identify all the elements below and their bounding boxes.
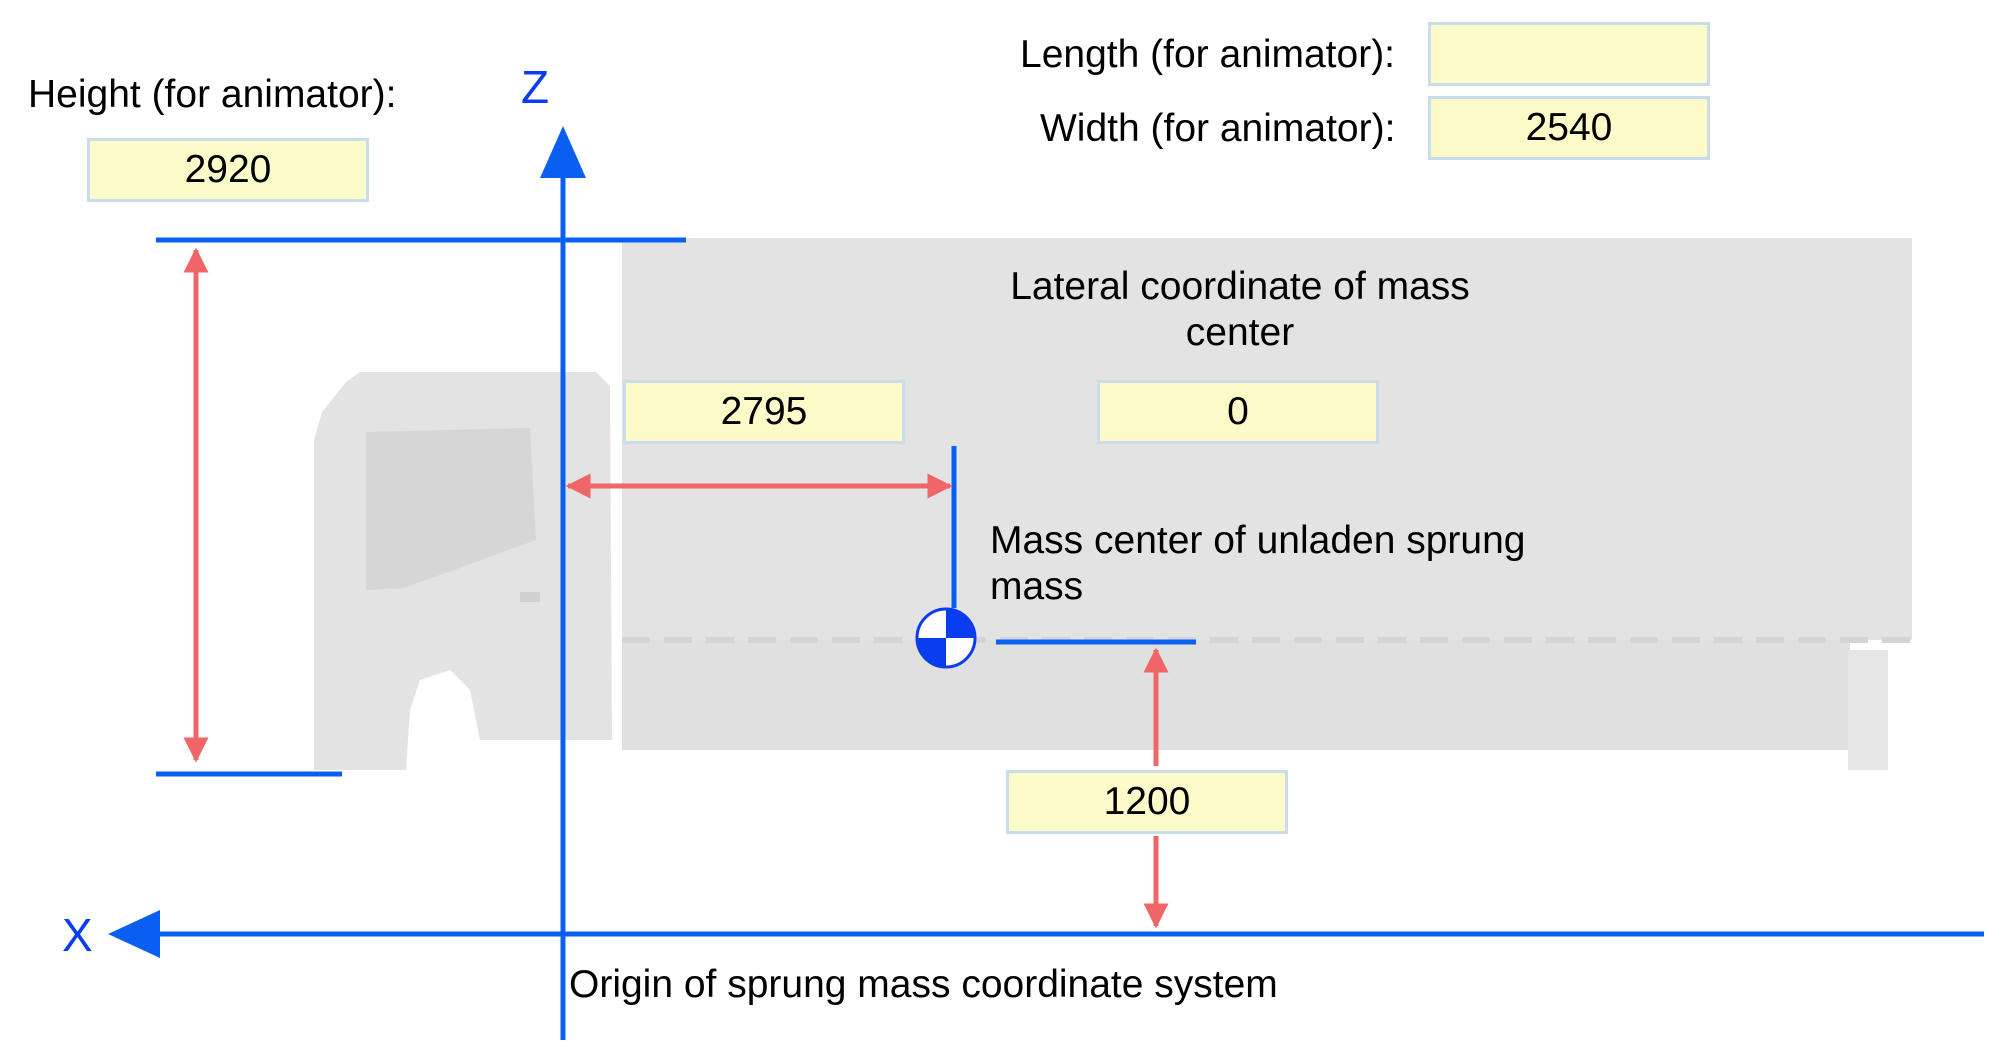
width-label: Width (for animator):	[1040, 107, 1396, 150]
length-field[interactable]	[1428, 22, 1710, 86]
height-label: Height (for animator):	[28, 73, 397, 116]
x-axis	[108, 910, 1984, 958]
z-axis-label: Z	[521, 61, 550, 113]
truck-silhouette-icon	[314, 238, 1912, 770]
mass-center-icon	[915, 607, 977, 669]
z-axis	[540, 126, 586, 1040]
lateral-coordinate-field[interactable]	[1097, 380, 1379, 444]
longitudinal-coordinate-field[interactable]	[623, 380, 905, 444]
vertical-coordinate-field[interactable]	[1006, 770, 1288, 834]
length-label: Length (for animator):	[1020, 33, 1396, 76]
width-field[interactable]	[1428, 96, 1710, 160]
lateral-coordinate-label: Lateral coordinate of mass center	[1010, 265, 1470, 354]
x-axis-label: X	[62, 909, 93, 961]
height-field[interactable]	[87, 138, 369, 202]
mass-center-label: Mass center of unladen sprung mass	[990, 519, 1526, 608]
origin-label: Origin of sprung mass coordinate system	[569, 963, 1278, 1006]
